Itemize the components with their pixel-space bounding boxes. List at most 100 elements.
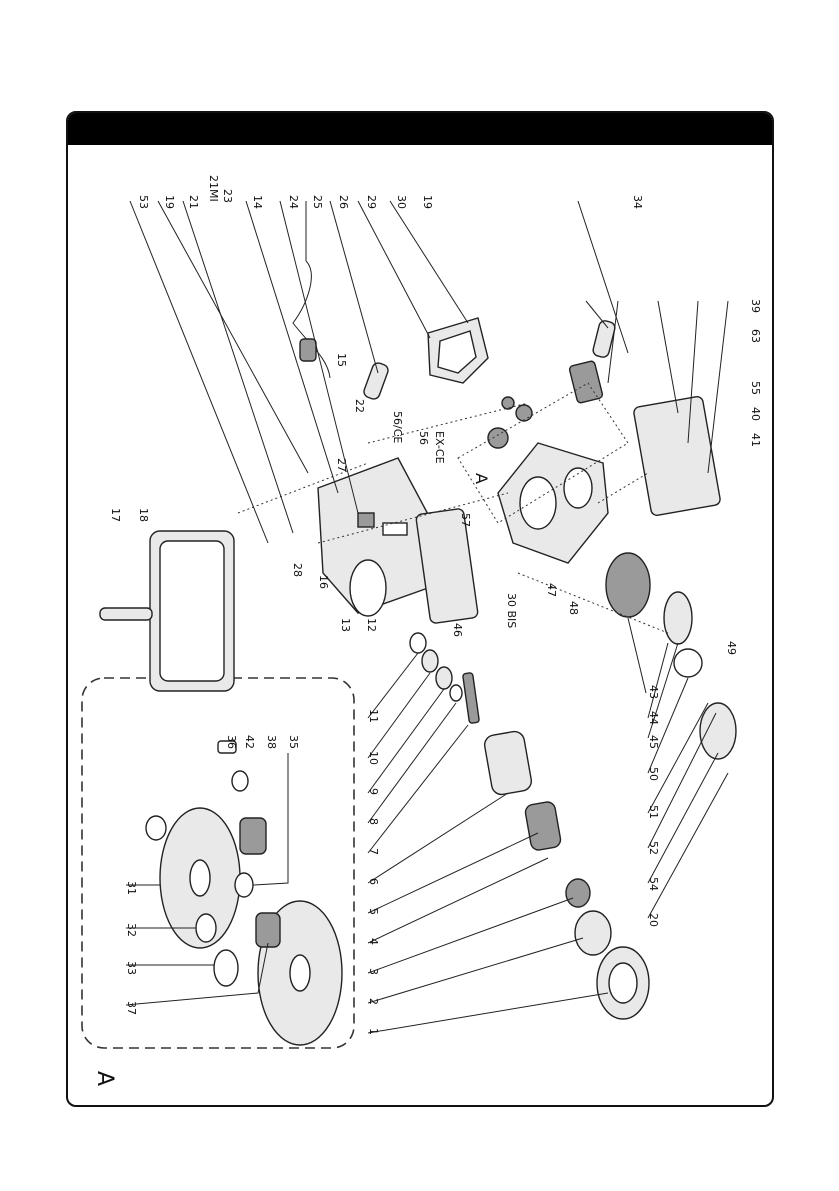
- fan-50: [674, 649, 702, 677]
- label-6: 6: [367, 878, 380, 885]
- leader-55: [658, 301, 678, 413]
- leader-14: [246, 201, 338, 493]
- label-9: 9: [367, 788, 380, 795]
- label-41: 41: [749, 433, 762, 447]
- gearbox-gear-a: [520, 477, 556, 529]
- leader-30: [390, 201, 468, 323]
- label-4: 4: [367, 938, 380, 945]
- seal-9: [436, 667, 452, 689]
- label-26: 26: [337, 195, 350, 209]
- label-46: 46: [451, 623, 464, 637]
- label-19b: 19: [421, 195, 434, 209]
- label-30bis: 30 BIS: [505, 593, 518, 628]
- worm-5: [524, 801, 562, 852]
- label-30: 30: [395, 195, 408, 209]
- label-56: 56: [417, 431, 430, 445]
- leader-6: [368, 793, 508, 883]
- leader-19: [158, 201, 308, 473]
- shaft-7: [463, 673, 480, 724]
- label-19: 19: [163, 195, 176, 209]
- label-inset-38: 38: [265, 735, 278, 749]
- label-39: 39: [749, 299, 762, 313]
- label-inset-31: 31: [125, 881, 138, 895]
- label-8: 8: [367, 818, 380, 825]
- label-48: 48: [567, 601, 580, 615]
- pusher-17: [100, 608, 152, 620]
- inset-letter-a: A: [472, 473, 491, 484]
- leader-53: [130, 201, 268, 543]
- inset-ring-35: [235, 873, 253, 897]
- inset-bushing-32: [196, 914, 216, 942]
- exploded-parts-diagram: 53 19 21 21MI 23 14 24 25 26 29 30 19 34…: [68, 113, 774, 1107]
- switch-27: [358, 513, 374, 527]
- label-27: 27: [335, 458, 348, 472]
- label-2: 2: [367, 998, 380, 1005]
- label-12: 12: [365, 618, 378, 632]
- auger-6: [483, 730, 533, 796]
- plug-15: [300, 339, 316, 361]
- inset-pinion-38: [240, 818, 266, 854]
- leader-2: [368, 938, 583, 1003]
- label-45: 45: [647, 735, 660, 749]
- plate-2: [575, 911, 611, 955]
- leader-29: [358, 201, 430, 338]
- label-63: 63: [749, 329, 762, 343]
- inset-pinion-lower: [256, 913, 280, 947]
- bearing-10: [422, 650, 438, 672]
- ring-1-inner: [609, 963, 637, 1003]
- leader-1: [368, 993, 608, 1033]
- label-inset-33: 33: [125, 961, 138, 975]
- label-22: 22: [353, 399, 366, 413]
- label-7: 7: [367, 848, 380, 855]
- gear-set-a: [488, 428, 508, 448]
- label-10: 10: [367, 751, 380, 765]
- diagram-frame: 53 19 21 21MI 23 14 24 25 26 29 30 19 34…: [66, 111, 774, 1107]
- cutter-3: [566, 879, 590, 907]
- label-21: 21: [187, 195, 200, 209]
- label-49: 49: [725, 641, 738, 655]
- leader-7: [368, 725, 468, 853]
- washer-8: [450, 685, 462, 701]
- leader-43: [628, 618, 646, 693]
- capacitor-39: [592, 320, 616, 359]
- leader-39: [586, 301, 608, 328]
- label-1: 1: [367, 1028, 380, 1035]
- label-inset-32: 32: [125, 923, 138, 937]
- label-57: 57: [459, 513, 472, 527]
- end-cap-54: [700, 703, 736, 759]
- label-3: 3: [367, 968, 380, 975]
- label-29: 29: [365, 195, 378, 209]
- label-inset-37: 37: [125, 1001, 138, 1015]
- motor-stator: [606, 553, 650, 617]
- view-letter-a: A: [92, 1071, 117, 1086]
- label-17: 17: [109, 508, 122, 522]
- label-24: 24: [287, 195, 300, 209]
- neck-13: [350, 560, 386, 616]
- armature-45: [664, 592, 692, 644]
- label-5: 5: [367, 908, 380, 915]
- label-34: 34: [631, 195, 644, 209]
- label-44: 44: [647, 711, 660, 725]
- label-15: 15: [335, 353, 348, 367]
- leader-21: [183, 201, 293, 533]
- capacitor-63: [569, 360, 603, 403]
- label-28: 28: [291, 563, 304, 577]
- leader-9: [368, 689, 444, 793]
- label-56ce: 56/CE: [391, 411, 404, 443]
- base-plate-41: [633, 396, 721, 516]
- label-21MI: 21MI: [207, 175, 220, 202]
- leader-inset-37: [126, 943, 268, 1005]
- label-16: 16: [317, 575, 330, 589]
- label-52: 52: [647, 841, 660, 855]
- gear-set-c: [502, 397, 514, 409]
- label-54: 54: [647, 877, 660, 891]
- label-14: 14: [251, 195, 264, 209]
- inset-washer-33: [214, 950, 238, 986]
- label-18: 18: [137, 508, 150, 522]
- label-50: 50: [647, 767, 660, 781]
- leader-3: [368, 898, 573, 973]
- label-25: 25: [311, 195, 324, 209]
- leader-5: [368, 833, 538, 913]
- label-53: 53: [137, 195, 150, 209]
- label-23: 23: [221, 189, 234, 203]
